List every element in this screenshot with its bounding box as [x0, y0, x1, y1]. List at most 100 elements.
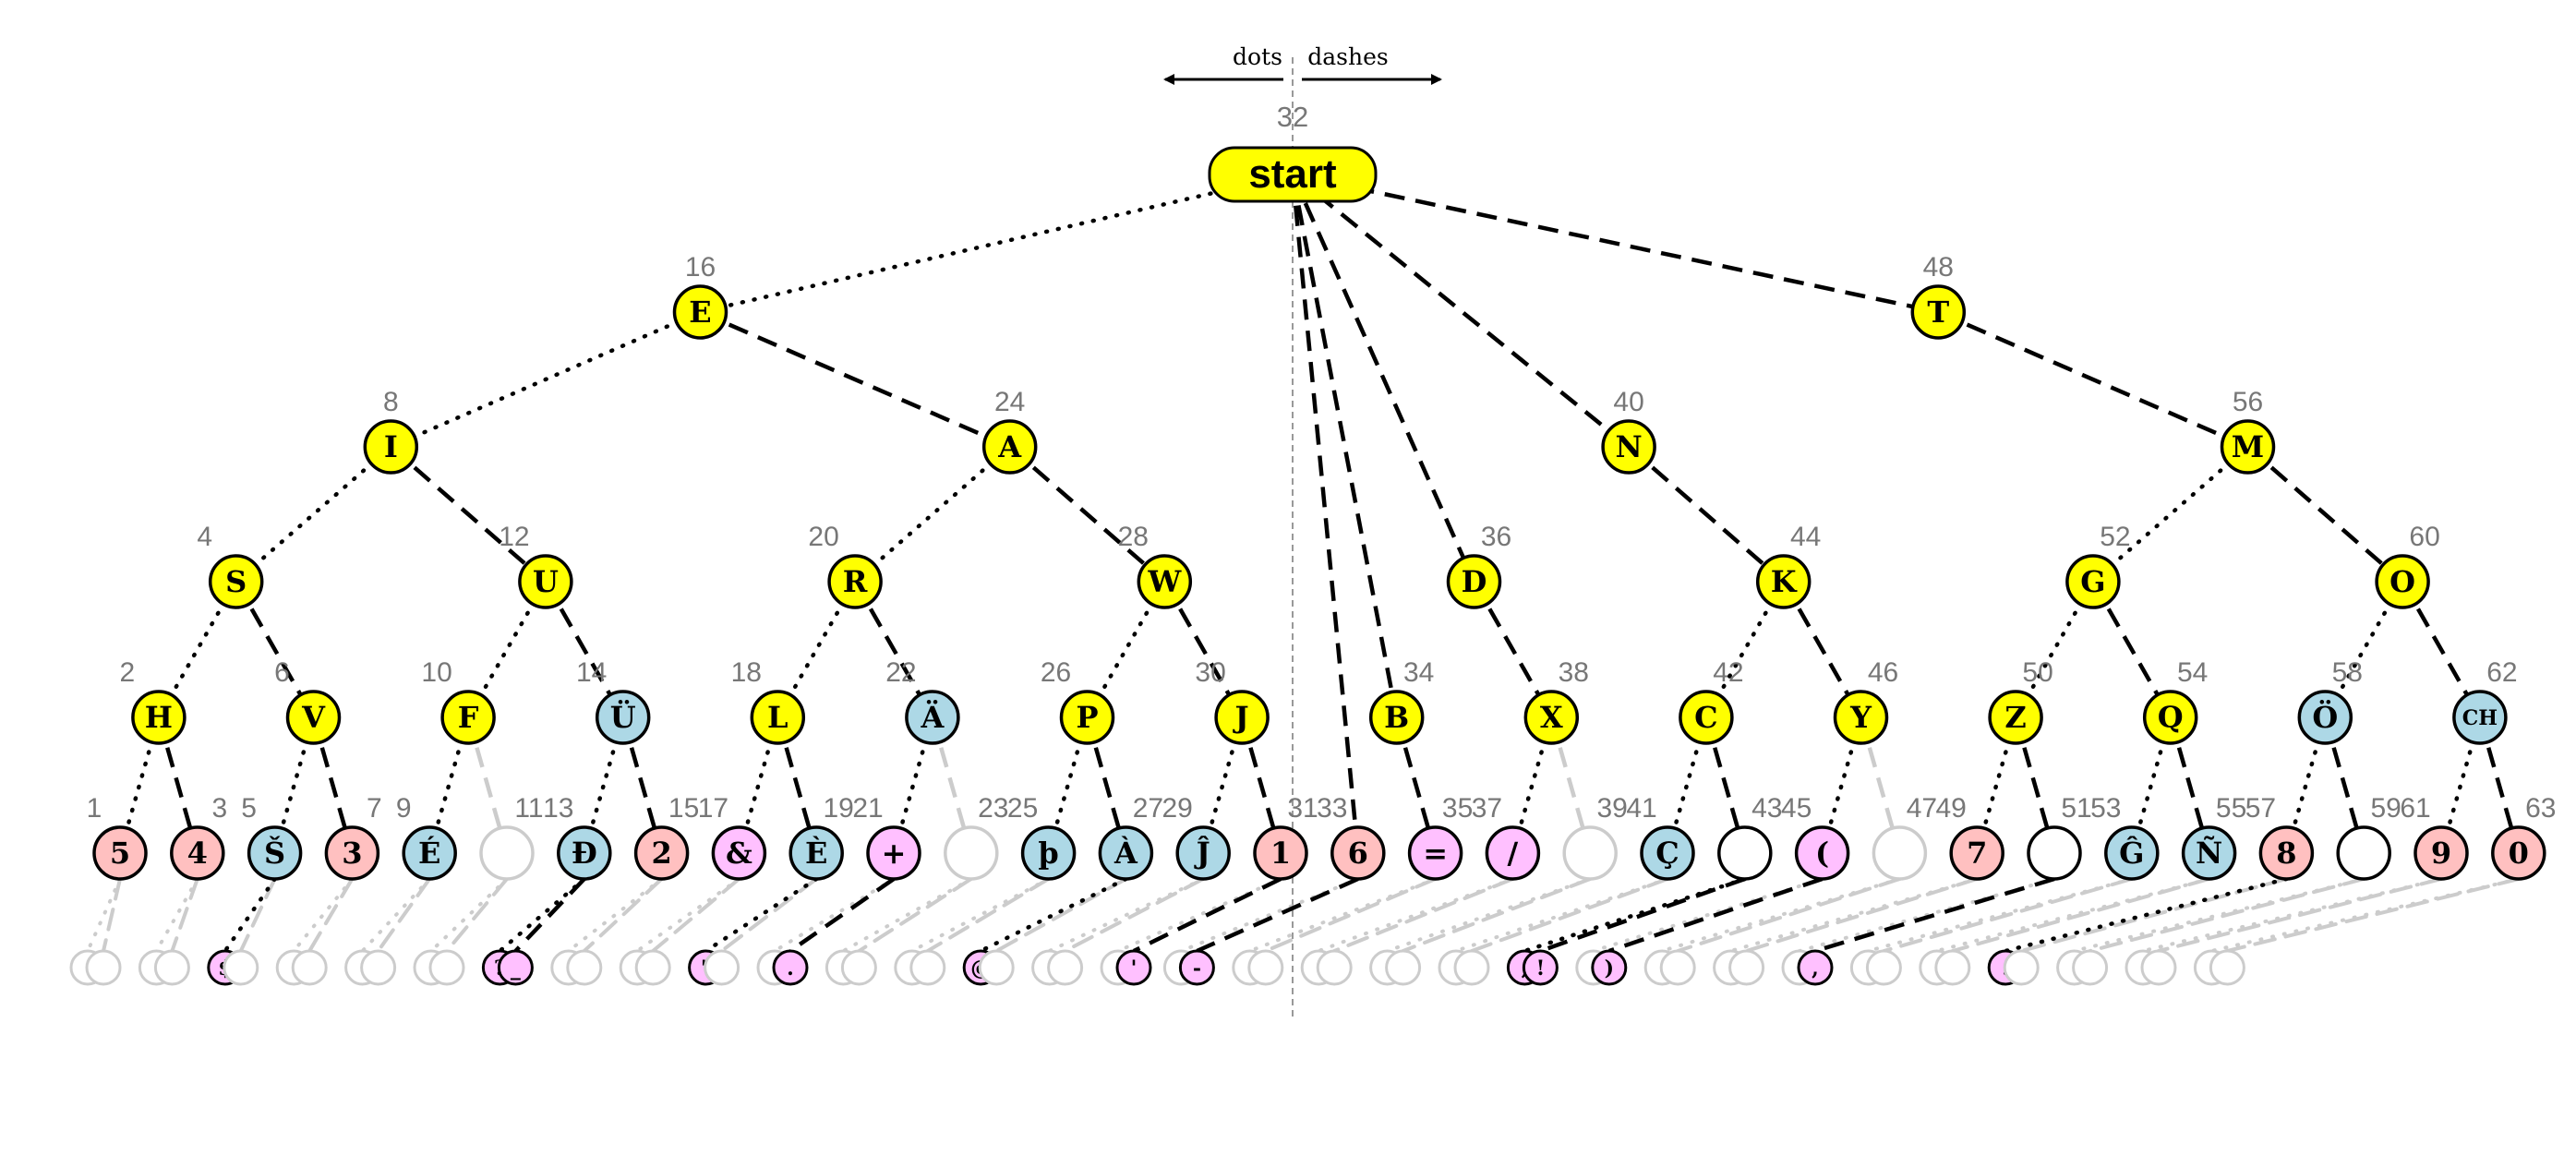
- node-number: 63: [2525, 793, 2556, 824]
- leaf-edge: [909, 877, 1051, 953]
- tree-node: Ä22: [885, 657, 960, 745]
- tree-node: 43: [170, 793, 227, 881]
- tree-node: Ç41: [1626, 793, 1695, 881]
- tree-node: È19: [788, 793, 854, 881]
- node-label: 1: [1270, 836, 1291, 871]
- tree-node: 43: [1717, 793, 1782, 881]
- leaf-edge: [1798, 877, 2056, 953]
- node-label: þ: [1038, 836, 1058, 871]
- node-number: 28: [1118, 522, 1149, 552]
- node-circle: [557, 825, 612, 881]
- node-circle: [788, 825, 844, 881]
- leaf-edge: [1401, 877, 1593, 953]
- tree-node: Q54: [2142, 657, 2208, 745]
- tree-edge: [1937, 309, 2249, 450]
- node-label: T: [1927, 295, 1949, 330]
- node-label: R: [843, 564, 868, 599]
- tree-node: 11: [479, 793, 544, 881]
- leaf-edge: [1814, 876, 2055, 954]
- leaf-edge: [1950, 877, 2211, 953]
- leaf-circle: [634, 949, 671, 986]
- tree-node: 215: [633, 793, 699, 881]
- node-label: X: [1540, 700, 1563, 735]
- tree-edge: [1008, 445, 1166, 584]
- tree-edge: [2323, 716, 2366, 854]
- leaf-edge: [2225, 877, 2521, 953]
- tree-node: 39: [1562, 793, 1628, 881]
- tree-node: Ĵ29: [1162, 793, 1231, 881]
- tree-edge: [699, 309, 1011, 450]
- node-number: 9: [396, 793, 412, 824]
- node-number: 31: [1287, 793, 1318, 824]
- leaf-node: ,: [1797, 949, 1834, 986]
- node-number: 60: [2409, 522, 2439, 552]
- tree-edge: [389, 309, 703, 450]
- dashes-label: dashes: [1307, 43, 1388, 70]
- leaf-edge: [1179, 877, 1360, 953]
- node-circle: [1794, 825, 1850, 881]
- node-label: 2: [651, 836, 671, 871]
- tree-node: Ü14: [576, 657, 651, 745]
- node-number: 8: [383, 387, 399, 417]
- node-label: =: [1423, 836, 1448, 871]
- tree-edges: [117, 172, 2521, 954]
- leaf-circle: [223, 949, 259, 986]
- leaf-edge: [719, 877, 819, 953]
- tree-node: 37: [324, 793, 382, 881]
- leaf-circle: [978, 949, 1015, 986]
- start-node: 32 start: [1208, 101, 1378, 203]
- node-label: K: [1771, 564, 1798, 599]
- node-label: 7: [1967, 836, 1987, 871]
- node-circle: [1949, 825, 2004, 881]
- tree-edge: [156, 716, 199, 854]
- tree-node: O60: [2375, 522, 2440, 609]
- node-number: 58: [2332, 657, 2363, 688]
- node-label: 0: [2509, 836, 2529, 871]
- tree-node: P26: [1041, 657, 1115, 745]
- leaf-edge: [1882, 877, 2134, 953]
- tree-edge: [1291, 173, 1631, 449]
- unused-leaf-node: [909, 949, 946, 986]
- unused-leaf-node: [2003, 949, 2040, 986]
- leaf-edge: [1332, 877, 1515, 953]
- unused-leaf-node: [1247, 949, 1284, 986]
- unused-leaf-node: [153, 949, 190, 986]
- leaf-edge: [445, 877, 509, 953]
- leaf-circle: [153, 949, 190, 986]
- leaf-label: ,: [1812, 956, 1819, 981]
- tree-edge: [2090, 444, 2250, 584]
- node-circle: [2065, 554, 2121, 609]
- tree-edge: [776, 716, 819, 854]
- node-number: 18: [731, 657, 762, 688]
- leaf-node: -: [1178, 949, 1215, 986]
- node-circle: [1175, 825, 1231, 881]
- node-number: 56: [2233, 387, 2263, 417]
- leaf-label: ): [1605, 956, 1614, 981]
- leaf-edge: [2003, 876, 2289, 954]
- node-circle: [1601, 419, 1656, 475]
- tree-node: Đ13: [543, 793, 612, 881]
- node-label: È: [805, 836, 827, 871]
- leaf-circle: [909, 949, 946, 986]
- leaf-edge: [513, 877, 586, 953]
- node-circle: [440, 690, 496, 745]
- tree-node: C42: [1679, 657, 1744, 745]
- unused-leaf-node: [1728, 949, 1765, 986]
- node-circle: [2452, 690, 2508, 745]
- tree-node: B34: [1368, 657, 1434, 745]
- node-circle: [1717, 825, 1773, 881]
- node-label: B: [1384, 700, 1409, 735]
- tree-edge: [1290, 174, 1476, 583]
- tree-node: 131: [1253, 793, 1318, 881]
- node-number: 40: [1613, 387, 1643, 417]
- leaf-edge: [238, 877, 277, 953]
- unused-leaf-node: [840, 949, 877, 986]
- node-circle: [672, 284, 728, 340]
- node-circle: [208, 554, 264, 609]
- leaf-edge: [2209, 877, 2521, 953]
- tree-node: 51: [87, 793, 148, 881]
- tree-edge: [465, 716, 510, 854]
- tree-edge: [1627, 445, 1786, 584]
- tree-node: H2: [120, 657, 187, 745]
- leaf-node: ': [1115, 949, 1152, 986]
